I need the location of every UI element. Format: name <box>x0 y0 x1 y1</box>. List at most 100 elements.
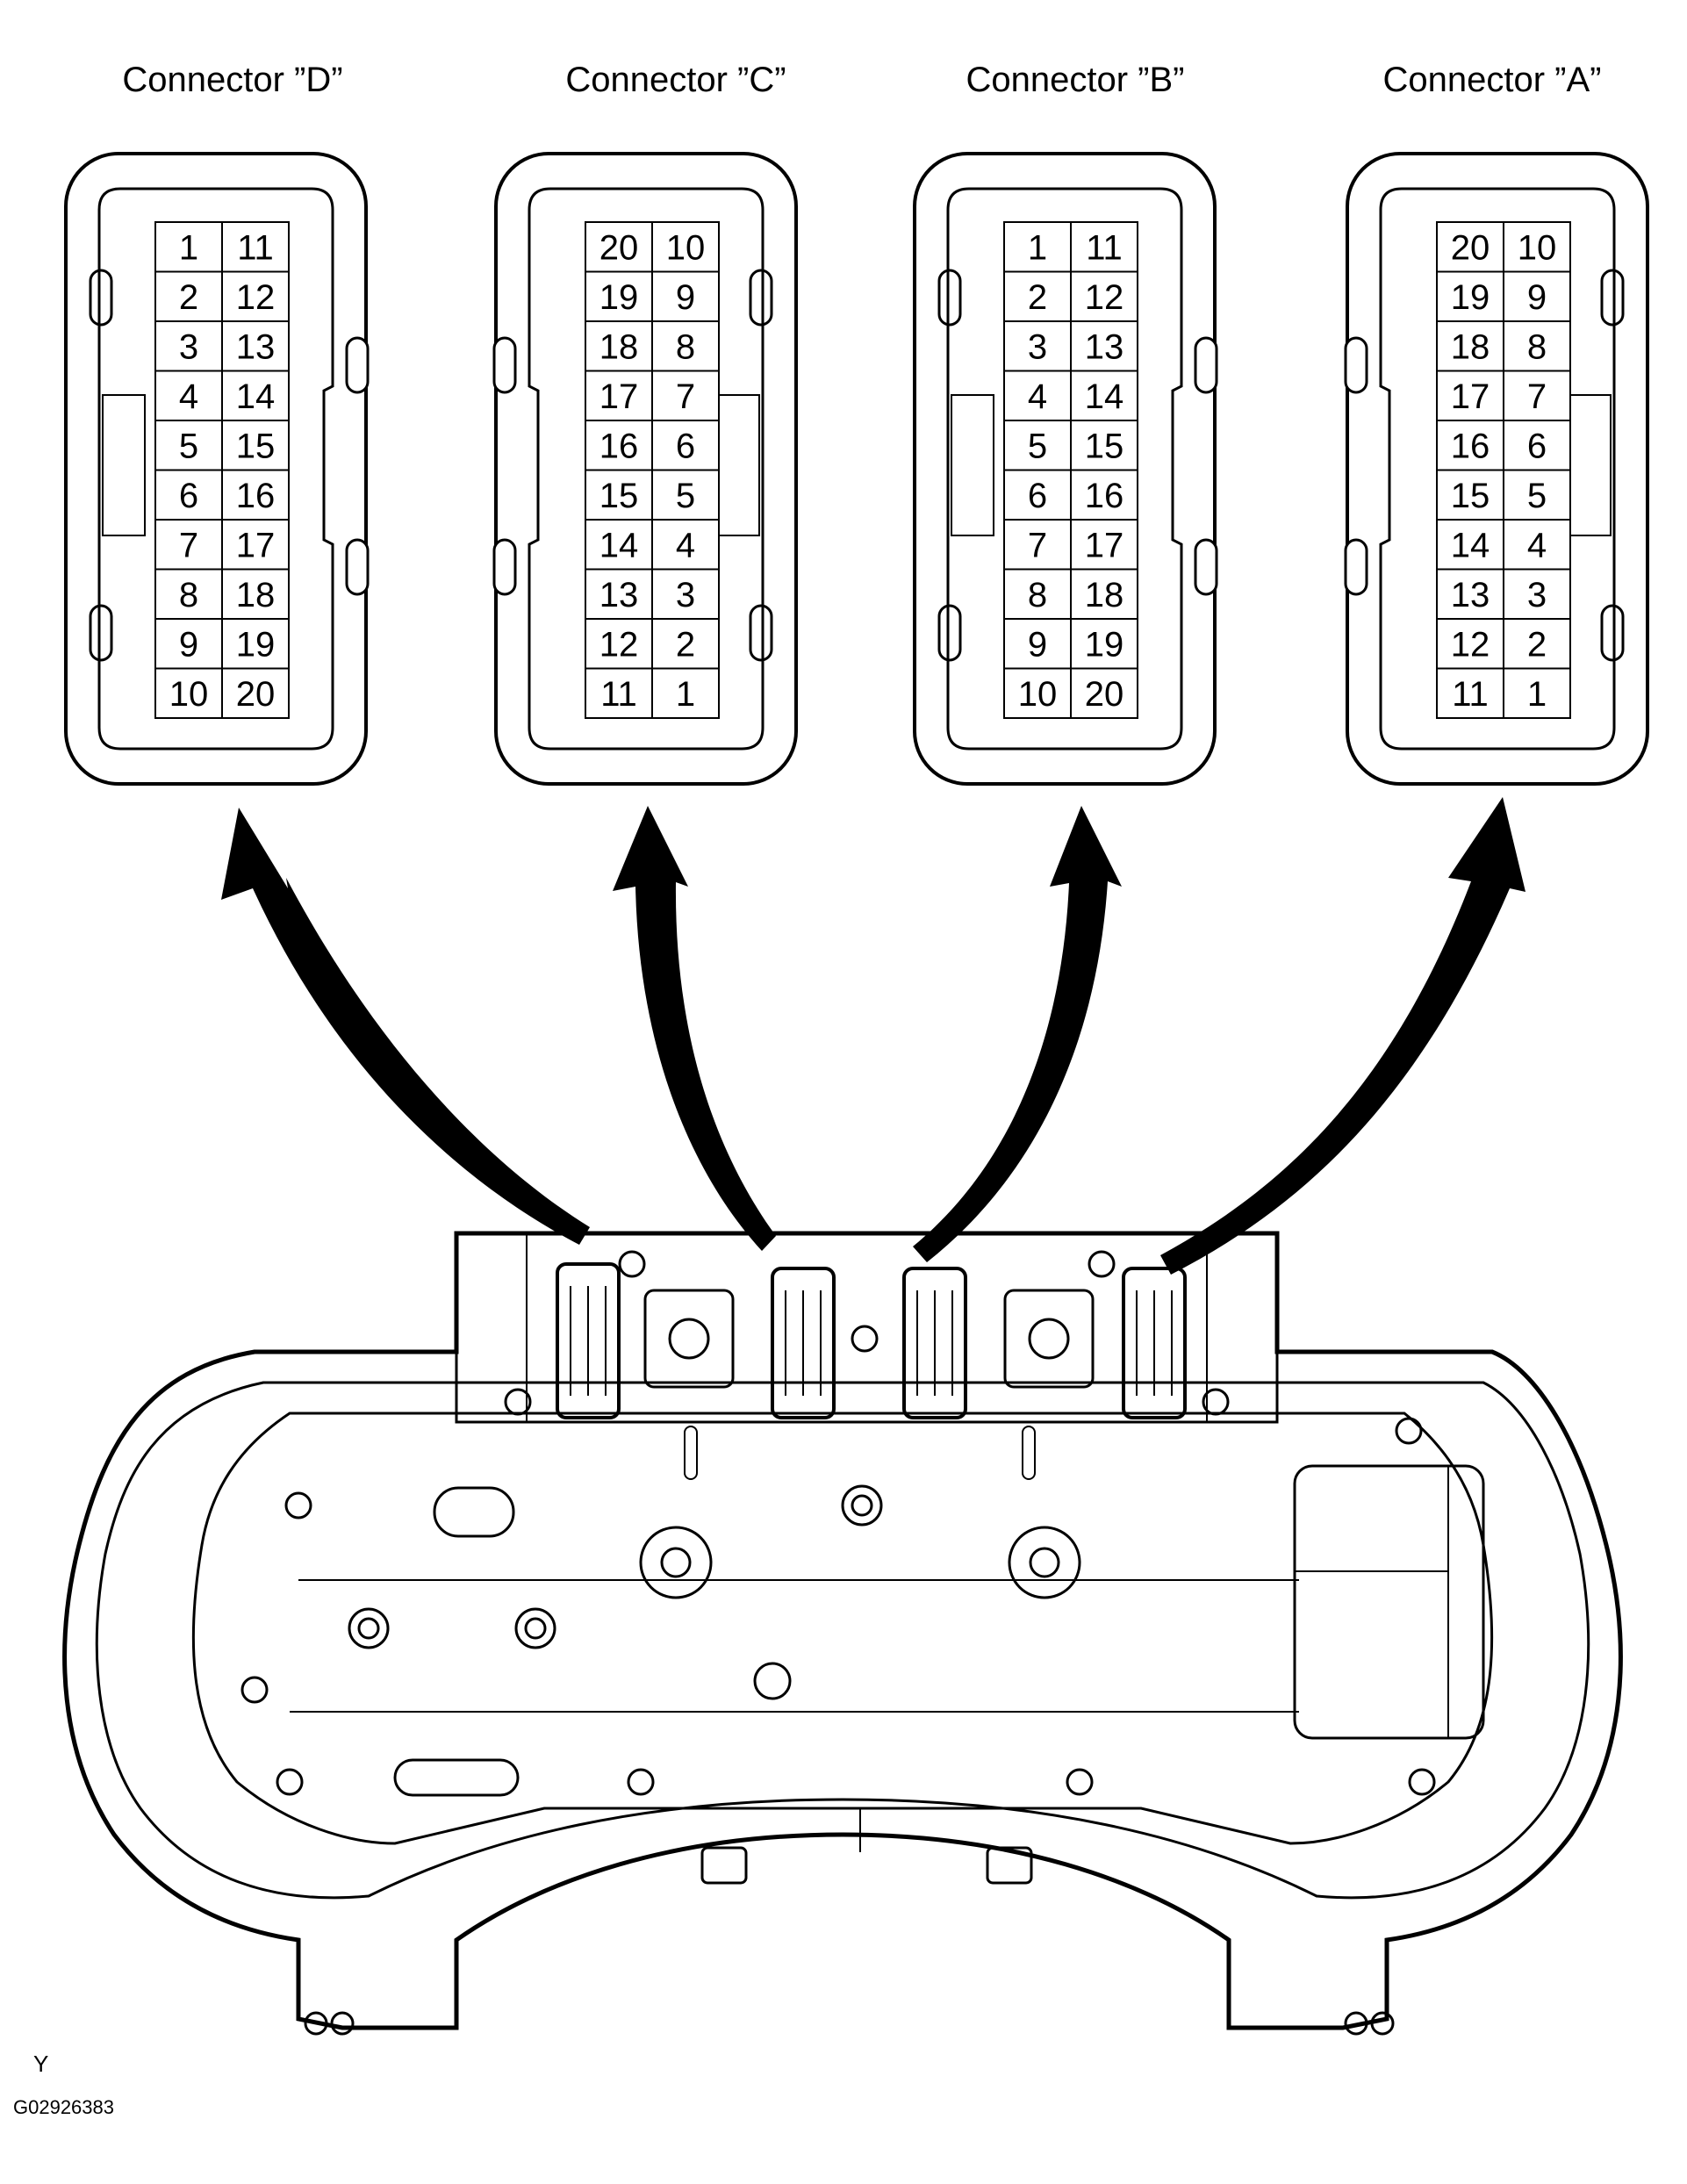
pin-cell <box>221 667 290 719</box>
pin-cell <box>221 469 290 521</box>
pin-number: 12 <box>236 278 276 317</box>
pin-number: 3 <box>1527 576 1547 614</box>
pin-number: 2 <box>1527 625 1547 664</box>
pin-cell <box>221 320 290 372</box>
pin-number: 6 <box>179 477 198 515</box>
pin-cell <box>585 519 653 571</box>
pin-cell <box>585 370 653 421</box>
pin-cell <box>1503 618 1571 670</box>
pin-number: 5 <box>676 477 695 515</box>
pin-number: 4 <box>1028 377 1047 416</box>
connector-guide <box>937 269 962 327</box>
pin-cell <box>154 420 223 471</box>
pin-cell <box>1503 469 1571 521</box>
pin-number: 2 <box>676 625 695 664</box>
pin-number: 17 <box>1451 377 1490 416</box>
pin-number: 9 <box>676 278 695 317</box>
pin-number: 12 <box>599 625 639 664</box>
pin-cell <box>1003 568 1072 620</box>
pin-number: 15 <box>1085 427 1124 465</box>
pin-number: 11 <box>1452 675 1489 714</box>
pin-number: 1 <box>1527 675 1547 714</box>
pin-number: 7 <box>1028 526 1047 564</box>
pin-number: 15 <box>599 477 639 515</box>
pin-number: 11 <box>1086 228 1123 267</box>
connector-latch <box>345 336 370 394</box>
pin-cell <box>585 270 653 322</box>
pin-number: 10 <box>666 228 706 267</box>
pin-cell <box>154 568 223 620</box>
pin-cell <box>1003 420 1072 471</box>
arrow-to-connector-a <box>1160 797 1525 1275</box>
pin-number: 12 <box>1085 278 1124 317</box>
connector-b-title: Connector ”B” <box>966 61 1185 99</box>
pin-cell <box>1503 221 1571 273</box>
pin-cell <box>154 519 223 571</box>
pin-number: 19 <box>1451 278 1490 317</box>
pin-number: 20 <box>236 675 276 714</box>
pin-number: 12 <box>1451 625 1490 664</box>
pin-number: 9 <box>1028 625 1047 664</box>
pin-number: 19 <box>1085 625 1124 664</box>
pin-number: 16 <box>236 477 276 515</box>
pin-cell <box>1003 270 1072 322</box>
pin-cell <box>1070 618 1138 670</box>
connector-latch <box>492 336 517 394</box>
pin-number: 2 <box>1028 278 1047 317</box>
pin-number: 13 <box>599 576 639 614</box>
pin-cell <box>651 320 720 372</box>
pin-number: 13 <box>1085 327 1124 366</box>
connector-c-title: Connector ”C” <box>565 61 786 99</box>
pin-cell <box>1503 270 1571 322</box>
pin-number: 8 <box>676 327 695 366</box>
figure-id: G02926383 <box>13 2096 114 2118</box>
connector-a-title: Connector ”A” <box>1383 61 1602 99</box>
connector-guide <box>1600 604 1625 662</box>
connector-guide <box>1600 269 1625 327</box>
pin-number: 19 <box>599 278 639 317</box>
pin-number: 2 <box>179 278 198 317</box>
pin-number: 15 <box>1451 477 1490 515</box>
connector-guide <box>89 604 113 662</box>
arrow-to-connector-c <box>613 806 776 1251</box>
pin-cell <box>651 568 720 620</box>
pin-cell <box>154 221 223 273</box>
pin-number: 18 <box>599 327 639 366</box>
pin-number: 18 <box>1085 576 1124 614</box>
pin-number: 6 <box>676 427 695 465</box>
pin-cell <box>221 568 290 620</box>
pin-cell <box>585 469 653 521</box>
pin-cell <box>154 469 223 521</box>
connector-latch <box>1194 538 1218 596</box>
pin-cell <box>221 221 290 273</box>
connector-inner-outline <box>528 187 765 751</box>
connector-key-slot <box>102 394 146 536</box>
pin-number: 7 <box>676 377 695 416</box>
pin-number: 4 <box>1527 526 1547 564</box>
pin-number: 5 <box>1028 427 1047 465</box>
pin-cell <box>221 370 290 421</box>
pin-number: 14 <box>236 377 276 416</box>
pin-cell <box>154 618 223 670</box>
pin-cell <box>1070 469 1138 521</box>
pin-cell <box>221 618 290 670</box>
pin-cell <box>1070 667 1138 719</box>
connector-latch <box>1194 336 1218 394</box>
pin-number: 1 <box>1028 228 1047 267</box>
pin-cell <box>1436 320 1504 372</box>
pin-number: 17 <box>1085 526 1124 564</box>
connector-guide <box>749 604 773 662</box>
pin-number: 8 <box>179 576 198 614</box>
pin-number: 20 <box>1085 675 1124 714</box>
pin-number: 5 <box>179 427 198 465</box>
connector-latch <box>1344 336 1368 394</box>
pin-number: 14 <box>1085 377 1124 416</box>
pin-cell <box>1003 370 1072 421</box>
pin-cell <box>1503 667 1571 719</box>
pin-cell <box>154 370 223 421</box>
pin-number: 9 <box>1527 278 1547 317</box>
pin-cell <box>221 420 290 471</box>
